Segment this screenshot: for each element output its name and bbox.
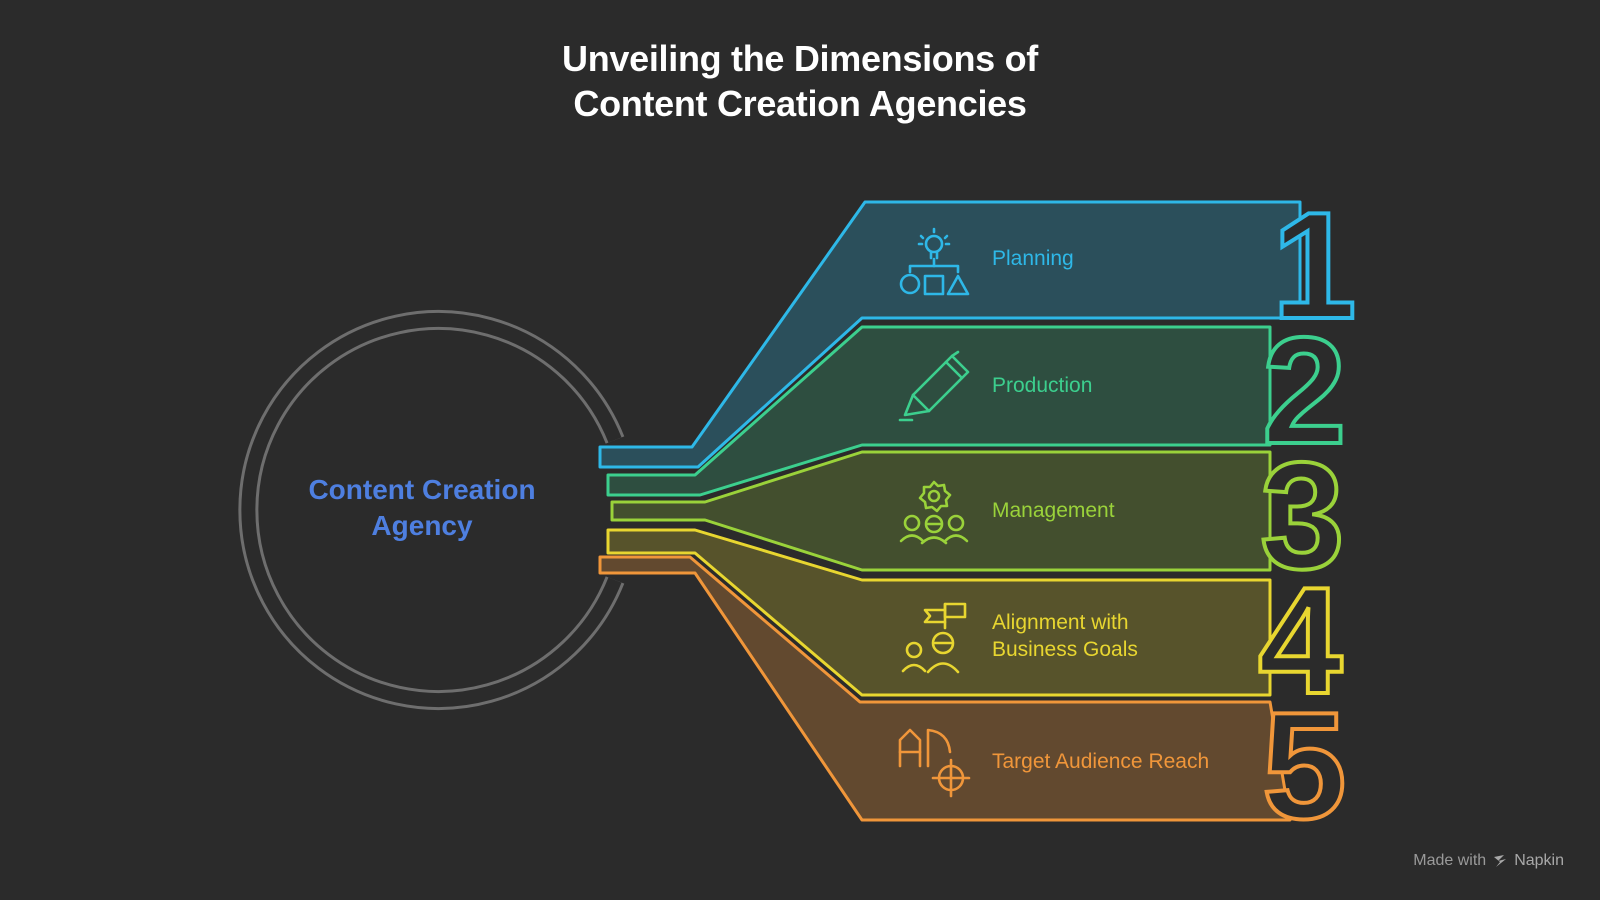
footer-prefix: Made with xyxy=(1413,852,1487,869)
footer-brand: Napkin xyxy=(1514,852,1564,869)
band-5 xyxy=(598,555,1292,822)
number-3: 3 xyxy=(1260,431,1345,601)
item-label-4: Alignment with Business Goals xyxy=(992,609,1138,663)
item-label-4-line-1: Alignment with xyxy=(992,611,1129,634)
center-ring xyxy=(238,310,625,710)
napkin-logo-icon xyxy=(1492,853,1508,869)
number-1: 1 xyxy=(1272,181,1357,351)
number-5: 5 xyxy=(1262,681,1347,851)
band-2 xyxy=(606,325,1272,497)
item-label-3: Management xyxy=(992,499,1115,522)
footer-watermark: Made with Napkin xyxy=(1413,852,1564,870)
ad-target-icon xyxy=(898,728,971,798)
item-label-5: Target Audience Reach xyxy=(992,750,1210,773)
band-4 xyxy=(606,528,1272,697)
center-label-line-2: Agency xyxy=(371,510,473,541)
number-2: 2 xyxy=(1262,306,1347,476)
center-label: Content Creation Agency xyxy=(280,472,564,544)
item-label-4-line-2: Business Goals xyxy=(992,638,1138,661)
strategy-icon xyxy=(899,227,970,296)
team-flag-icon xyxy=(901,602,967,674)
title-line-2: Content Creation Agencies xyxy=(573,83,1027,124)
title-line-1: Unveiling the Dimensions of xyxy=(562,38,1038,79)
item-label-1: Planning xyxy=(992,247,1074,270)
number-4: 4 xyxy=(1258,556,1343,726)
team-gear-icon xyxy=(899,480,969,545)
band-3 xyxy=(610,450,1272,572)
center-label-line-1: Content Creation xyxy=(308,474,536,505)
page-title: Unveiling the Dimensions of Content Crea… xyxy=(0,36,1600,126)
pencil-icon xyxy=(898,350,970,422)
item-label-2: Production xyxy=(992,374,1093,397)
band-1 xyxy=(598,200,1302,469)
